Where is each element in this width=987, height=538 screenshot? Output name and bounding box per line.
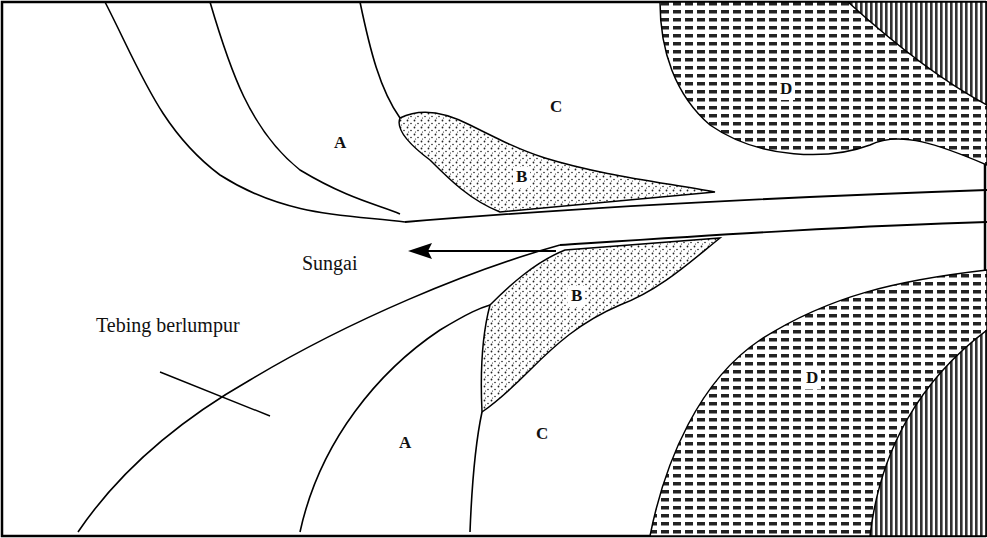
zone-letter: C <box>533 424 551 445</box>
zone-letter: B <box>513 167 530 188</box>
zone-letter: D <box>777 79 795 100</box>
zone-letter: C <box>547 97 565 118</box>
river-label: Sungai <box>299 251 361 275</box>
zone-letter: A <box>331 133 349 154</box>
zone-letter: A <box>396 433 414 454</box>
zone-letter: D <box>803 368 821 389</box>
zone-letter: B <box>568 286 585 307</box>
bank-label: Tebing berlumpur <box>93 313 243 337</box>
